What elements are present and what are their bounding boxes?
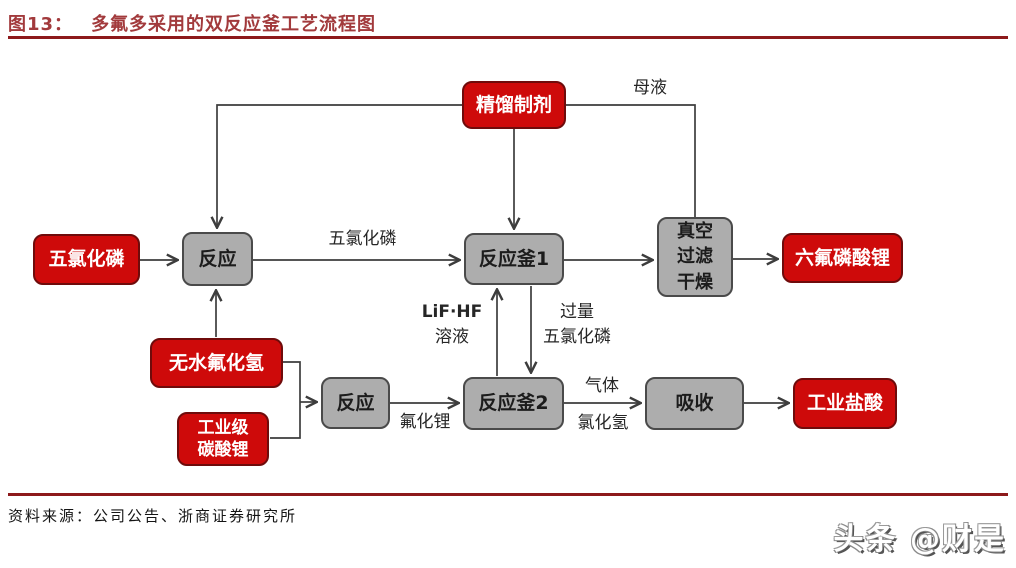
bottom-divider	[8, 493, 1008, 496]
node-industrial-hcl: 工业盐酸	[793, 378, 897, 429]
edge-label-line: LiF·HF	[421, 302, 483, 322]
node-reaction-1: 反应	[182, 232, 253, 286]
node-reaction-2: 反应	[321, 377, 390, 429]
node-pcl5-feed: 五氯化磷	[33, 234, 140, 285]
figure-number: 图13：	[8, 14, 74, 35]
node-label: 无水氟化氢	[168, 351, 264, 374]
node-label: 吸收	[675, 392, 714, 415]
edge-label-lif-hf-solution: LiF·HF 溶液	[406, 300, 498, 349]
edge-label-hcl-gas-line1: 气体	[585, 376, 619, 396]
node-label: 反应釜1	[478, 247, 550, 270]
source-note: 资料来源：公司公告、浙商证券研究所	[8, 507, 298, 525]
node-label: 反应	[198, 247, 237, 270]
edge-ahf-li2co3-merge	[270, 361, 301, 439]
edge-label-excess-pcl5: 过量 五氯化磷	[528, 300, 626, 349]
node-anhydrous-hf: 无水氟化氢	[150, 338, 283, 388]
edge-label-hcl-gas-line2: 氯化氢	[577, 413, 629, 433]
node-label-line: 工业级	[197, 417, 249, 438]
edge-label-line: 五氯化磷	[543, 326, 611, 347]
top-divider	[8, 36, 1008, 39]
edge-label-pcl5-stream: 五氯化磷	[328, 229, 397, 249]
node-distillation-agent: 精馏制剂	[462, 81, 566, 129]
edge-vacuum-to-distill-mother-liquor	[566, 104, 696, 217]
node-label: 工业盐酸	[806, 392, 883, 415]
node-label: 精馏制剂	[475, 93, 552, 116]
node-label-line: 过滤	[677, 246, 713, 268]
watermark: 头条 @财是	[833, 522, 1006, 557]
figure-title: 多氟多采用的双反应釜工艺流程图	[91, 14, 377, 35]
node-absorption: 吸收	[645, 377, 744, 430]
edge-label-line: 溶液	[435, 326, 469, 347]
node-reactor-1: 反应釜1	[464, 233, 564, 285]
edge-label-line: 过量	[560, 302, 594, 322]
node-label-line: 干燥	[677, 271, 713, 293]
node-label-line: 真空	[677, 221, 713, 243]
node-reactor-2: 反应釜2	[463, 377, 564, 430]
figure-caption: 图13： 多氟多采用的双反应釜工艺流程图	[8, 10, 376, 36]
node-label: 六氟磷酸锂	[794, 246, 890, 269]
edge-label-lif-stream: 氟化锂	[399, 412, 451, 432]
node-label: 五氯化磷	[48, 248, 125, 271]
node-label-line: 碳酸锂	[197, 440, 249, 460]
node-label: 反应	[336, 391, 375, 414]
edge-label-mother-liquor: 母液	[633, 78, 667, 98]
node-label: 反应釜2	[478, 392, 549, 415]
node-industrial-li2co3: 工业级 碳酸锂	[177, 412, 269, 466]
edge-distill-to-reaction1	[217, 104, 462, 227]
node-lipf6-product: 六氟磷酸锂	[782, 233, 903, 283]
node-vacuum-filter-dry: 真空 过滤 干燥	[657, 217, 733, 297]
